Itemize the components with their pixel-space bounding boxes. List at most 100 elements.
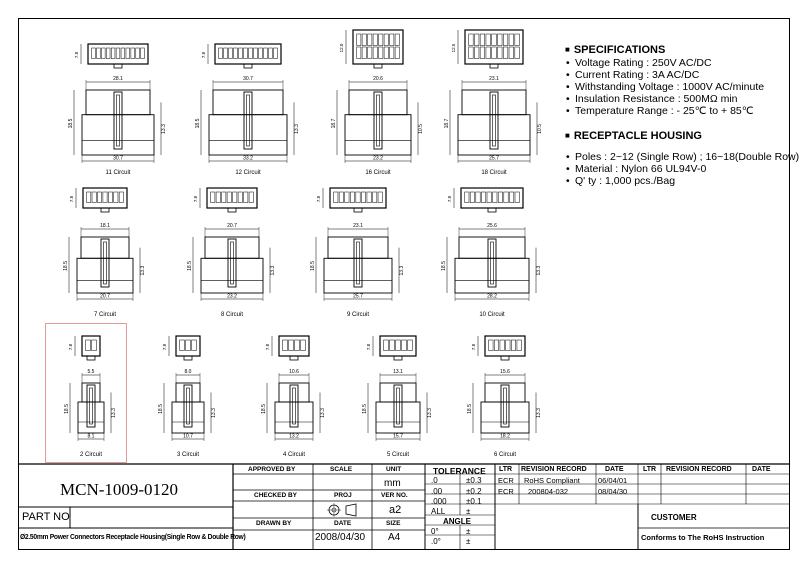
- connector-body-lower: [200, 257, 264, 294]
- center-latch-slot: [292, 387, 296, 425]
- bottom-dimension-label: 13.2: [289, 434, 299, 440]
- top-dimension-label: 23.1: [489, 76, 499, 82]
- pin-cavity: [91, 339, 97, 351]
- pin-cavity: [514, 33, 520, 46]
- bottom-dimension-label: 23.2: [227, 294, 237, 300]
- center-latch: [113, 91, 123, 150]
- pin-cavity: [333, 191, 339, 203]
- center-latch: [489, 91, 499, 150]
- spec-item: Withstanding Voltage : 1000V AC/minute: [565, 81, 785, 93]
- angle-value: ±: [466, 527, 471, 536]
- customer-label: CUSTOMER: [651, 513, 697, 522]
- rev-header-date: DATE: [605, 466, 624, 473]
- left-dimension-label: 18.7: [331, 118, 337, 128]
- center-latch: [100, 238, 110, 288]
- pin-cavity: [223, 47, 228, 59]
- pin-cavity: [367, 46, 373, 59]
- pin-cavity: [355, 191, 361, 203]
- connector-body-upper: [85, 89, 151, 116]
- top-dimension-label: 18.1: [100, 223, 110, 229]
- pin-cavity: [110, 47, 116, 59]
- latch-tab: [373, 63, 383, 69]
- height-dimension-label: 7.8: [471, 343, 476, 350]
- pin-cavity: [516, 339, 522, 351]
- connector-body-upper: [461, 89, 527, 116]
- pin-cavity: [468, 46, 474, 59]
- connector-body-lower: [77, 401, 105, 434]
- pin-cavity: [383, 46, 389, 59]
- pin-cavity: [243, 47, 248, 59]
- pin-cavity: [86, 191, 92, 203]
- pin-cavity: [367, 33, 373, 46]
- center-latch: [227, 238, 237, 288]
- drawing-caption: 7 Circuit: [93, 312, 117, 318]
- height-dimension-label: 7.8: [193, 195, 198, 202]
- drawing-caption: 2 Circuit: [79, 452, 103, 458]
- pin-cavity: [179, 339, 185, 351]
- center-latch-slot: [492, 94, 496, 147]
- latch-tab: [113, 63, 123, 69]
- tolerance-digits: .00: [431, 487, 443, 496]
- left-dimension-label: 18.5: [195, 118, 201, 128]
- pin-cavity: [356, 46, 362, 59]
- pin-cavity: [221, 191, 227, 203]
- projection-symbol: [345, 503, 357, 517]
- tolerance-label: TOLERANCE: [433, 466, 486, 476]
- connector-body-upper: [80, 236, 130, 259]
- pin-cavity: [485, 33, 491, 46]
- date-value: 2008/04/30: [315, 532, 366, 543]
- size-label: SIZE: [386, 520, 401, 527]
- pin-cavity: [491, 33, 497, 46]
- center-latch-slot: [116, 94, 120, 147]
- pin-cavity: [366, 191, 372, 203]
- top-dimension-label: 15.6: [500, 369, 510, 375]
- top-dimension-label: 20.7: [227, 223, 237, 229]
- center-latch-slot: [103, 241, 107, 285]
- top-dimension-label: 5.5: [88, 369, 95, 375]
- center-latch: [393, 384, 403, 428]
- pin-cavity: [273, 47, 278, 59]
- housing-item: Poles : 2~12 (Single Row) ; 16~18(Double…: [565, 151, 799, 163]
- tolerance-digits: .000: [431, 497, 447, 506]
- pin-cavity: [118, 191, 124, 203]
- part-no-label: PART NO: [22, 511, 70, 523]
- pin-cavity: [508, 33, 514, 46]
- right-dimension-label: 13.3: [427, 408, 433, 418]
- pin-cavity: [488, 339, 494, 351]
- height-dimension-label: 7.8: [68, 343, 73, 350]
- pin-cavity: [232, 191, 238, 203]
- connector-body-upper: [484, 382, 526, 403]
- center-latch: [243, 91, 253, 150]
- center-latch: [289, 384, 299, 428]
- drawing-caption: 10 Circuit: [479, 312, 505, 318]
- rev-header-record: REVISION RECORD: [521, 466, 587, 473]
- tolerance-value: ±: [466, 507, 471, 516]
- center-latch-slot: [503, 387, 507, 425]
- pin-cavity: [474, 46, 480, 59]
- date-label: DATE: [334, 520, 352, 527]
- drawing-caption: 9 Circuit: [346, 312, 370, 318]
- center-latch: [86, 384, 96, 428]
- latch-tab: [289, 355, 299, 361]
- pin-cavity: [268, 47, 273, 59]
- unit-value: mm: [384, 478, 401, 489]
- pin-cavity: [407, 339, 413, 351]
- bottom-dimension-label: 15.7: [393, 434, 403, 440]
- pin-cavity: [238, 47, 243, 59]
- pin-cavity: [218, 47, 223, 59]
- pin-cavity: [394, 33, 400, 46]
- size-value: A4: [388, 532, 401, 543]
- pin-cavity: [258, 47, 263, 59]
- drawing-caption: 5 Circuit: [386, 452, 410, 458]
- bottom-dimension-label: 18.2: [500, 434, 510, 440]
- height-dimension-label: 7.8: [162, 343, 167, 350]
- pin-cavity: [102, 191, 108, 203]
- height-dimension-label: 7.8: [74, 51, 79, 58]
- rev-header-ltr: LTR: [643, 466, 657, 473]
- pin-cavity: [481, 191, 487, 203]
- latch-tab: [487, 207, 497, 213]
- pin-cavity: [503, 191, 509, 203]
- spec-item: Current Rating : 3A AC/DC: [565, 69, 785, 81]
- height-dimension-label: 7.8: [316, 195, 321, 202]
- bottom-dimension-label: 8.1: [88, 434, 95, 440]
